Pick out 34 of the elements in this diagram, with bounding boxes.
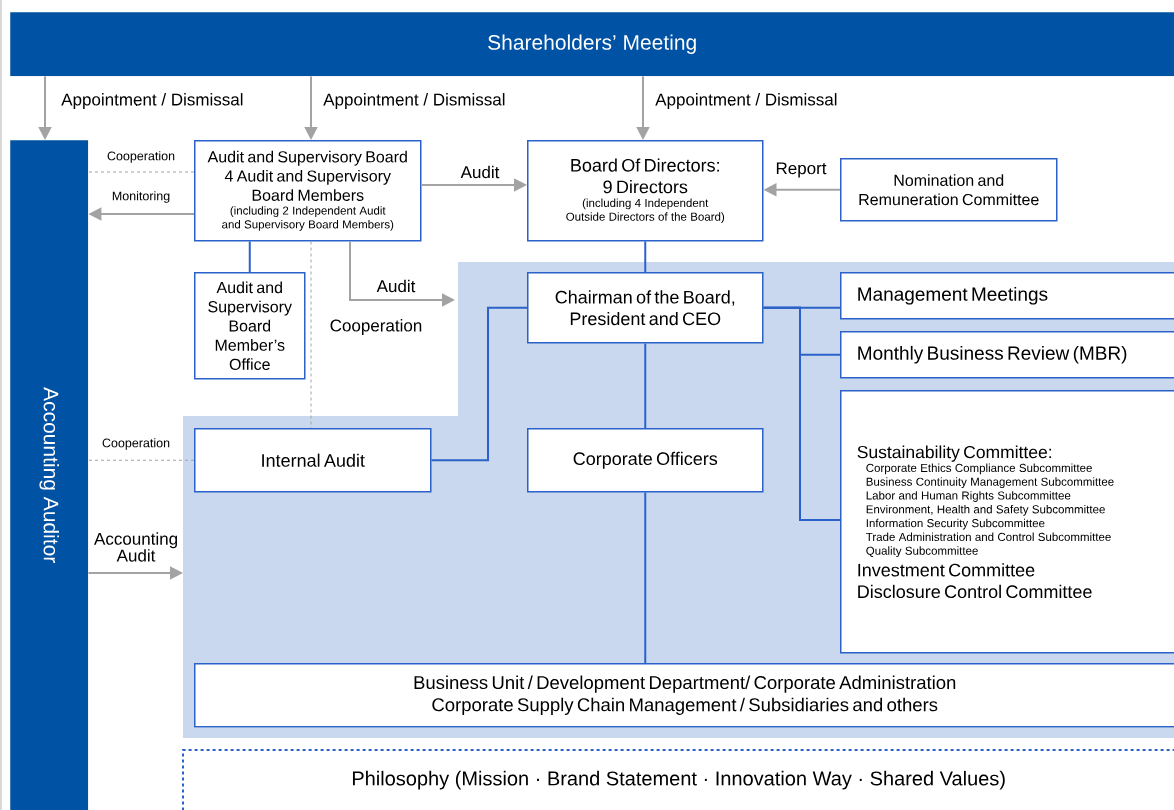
edge-label: Cooperation xyxy=(100,437,172,451)
business-box: Business Unit / Development Department/ Corporate Administration Corporate Supply Chain Management / Subsidiaries and others xyxy=(194,663,1174,728)
edge-label: Appointment / Dismissal xyxy=(322,92,507,110)
connector-line xyxy=(644,491,647,664)
connector-line xyxy=(248,240,251,273)
audit-box: Internal Audit xyxy=(194,428,432,493)
meeting-box: Management Meetings xyxy=(840,272,1174,320)
committee-box: Sustainability Committee: Corporate Ethics Compliance Subcommittee Business Continuity Management Subcommittee Labor and Human Rights Subcommittee Environment, Health and Safety Subcommittee Information Security Subcommittee Trade Administration and Control Subcommittee Quality Subcommittee Investment Committee Disclosure Control Committee xyxy=(840,390,1174,654)
dashed-line xyxy=(87,459,195,461)
board-box: Board Of Directors: 9 Directors (including 4 Independent Outside Directors of the Board) xyxy=(527,140,764,242)
edge-label: Monitoring xyxy=(110,190,172,204)
officers-box: Corporate Officers xyxy=(527,428,764,493)
edge-label: Report xyxy=(774,161,828,179)
edge-label: Cooperation xyxy=(328,318,424,336)
connector-line xyxy=(644,240,647,273)
dashed-line xyxy=(87,171,195,173)
meeting-box: Monthly Business Review (MBR) xyxy=(840,331,1174,379)
edge-label: Appointment / Dismissal xyxy=(60,92,245,110)
edge-label: Audit xyxy=(459,164,501,180)
edge-label: Accounting Audit xyxy=(93,531,179,563)
edge-label: Appointment / Dismissal xyxy=(654,92,839,110)
side-band: Accounting Auditor xyxy=(10,140,89,810)
committee-box: Nomination and Remuneration Committee xyxy=(840,158,1058,222)
office-box: Audit and Supervisory Board Member’s Office xyxy=(194,272,306,380)
dashed-line xyxy=(310,241,312,429)
philosophy-box: Philosophy (Mission · Brand Statement · Innovation Way · Shared Values) xyxy=(182,749,1174,810)
edge-label: Cooperation xyxy=(105,150,177,164)
header-band: Shareholders’ Meeting xyxy=(10,12,1174,77)
connector-line xyxy=(430,306,528,462)
connector-line xyxy=(644,342,647,429)
board-box: Audit and Supervisory Board 4 Audit and Supervisory Board Members (including 2 Independent Audit and Supervisory Board Members) xyxy=(194,140,422,242)
connector-line xyxy=(762,306,841,521)
edge-label: Audit xyxy=(375,278,417,294)
executive-box: Chairman of the Board, President and CEO xyxy=(527,272,764,344)
